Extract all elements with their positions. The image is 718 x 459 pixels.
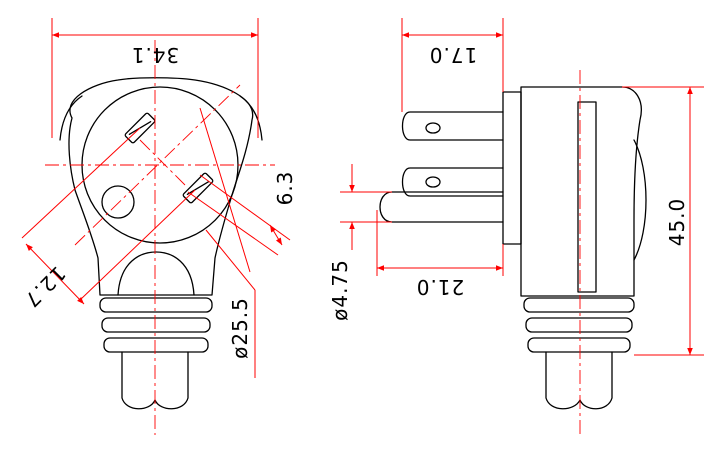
dim-25-5-line bbox=[199, 107, 251, 273]
center-line-diagonal-2 bbox=[139, 139, 186, 186]
dim-ground-pin-diameter-label: ø4.75 bbox=[328, 259, 352, 321]
strain-ring-2 bbox=[101, 317, 211, 333]
side-blade-bottom bbox=[401, 167, 504, 197]
side-view: 17.0 ø4.75 21.0 45.0 bbox=[328, 18, 704, 438]
side-blade-top bbox=[401, 111, 504, 141]
side-body bbox=[520, 86, 642, 297]
front-view: 34.1 6.3 12.7 ø25.5 bbox=[19, 18, 297, 435]
plug-head-inner-right bbox=[239, 95, 263, 141]
strain-ring-1 bbox=[99, 297, 213, 313]
plug-head-outline bbox=[68, 77, 254, 296]
dim-pin-offset-label: 12.7 bbox=[19, 261, 70, 312]
blade-top bbox=[124, 112, 156, 144]
dim-12-7-ext-1 bbox=[21, 127, 141, 239]
plug-arch bbox=[117, 251, 195, 296]
side-strain-ring-3 bbox=[527, 337, 631, 353]
dim-width-top-label: 34.1 bbox=[131, 43, 180, 67]
plug-head-inner-left bbox=[59, 95, 83, 141]
dim-face-diameter-label: ø25.5 bbox=[228, 297, 252, 359]
ground-pin-circle bbox=[101, 185, 135, 219]
dim-ground-pin-length-label: 21.0 bbox=[416, 275, 465, 299]
dim-height-label: 45.0 bbox=[665, 198, 689, 247]
dim-12-7-line bbox=[25, 243, 85, 305]
side-strain-ring-1 bbox=[523, 297, 635, 313]
dim-pin-spacing-label: 6.3 bbox=[273, 171, 297, 206]
side-body-bulge bbox=[633, 139, 647, 261]
blade-right bbox=[182, 172, 214, 204]
side-cord bbox=[545, 351, 613, 410]
side-plate bbox=[502, 91, 522, 245]
dim-25-5-leader bbox=[205, 229, 256, 291]
side-body-inner bbox=[577, 101, 597, 293]
strain-ring-3 bbox=[103, 337, 209, 353]
dim-12-7-ext-2 bbox=[79, 189, 196, 301]
side-blade-top-hole bbox=[425, 122, 441, 134]
center-line-diagonal bbox=[74, 84, 241, 246]
dim-6-3-ext-2 bbox=[187, 191, 279, 256]
side-blade-bottom-hole bbox=[425, 176, 441, 188]
dim-6-3-line bbox=[269, 224, 283, 246]
side-strain-ring-2 bbox=[525, 317, 633, 333]
dim-blade-length-label: 17.0 bbox=[429, 43, 478, 67]
